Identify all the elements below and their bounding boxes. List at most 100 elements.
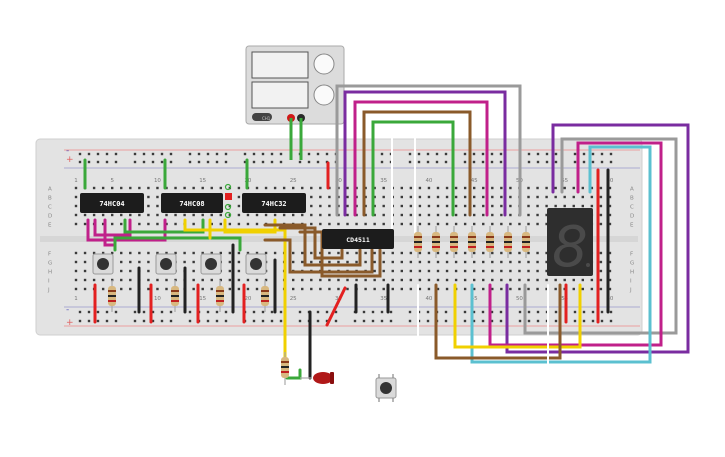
pulldown-resistor-2[interactable] — [171, 280, 179, 312]
hole — [463, 278, 467, 282]
hole — [545, 222, 548, 226]
segment-resistor-4[interactable] — [468, 226, 476, 258]
led-resistor[interactable] — [281, 352, 289, 385]
rail-hole — [435, 152, 439, 156]
hole — [400, 204, 403, 208]
hole — [445, 260, 449, 264]
rail-hole — [334, 319, 338, 323]
rail-hole — [307, 160, 311, 164]
rail-hole — [316, 160, 320, 164]
hole — [590, 204, 594, 208]
column-label-top: 35 — [380, 178, 387, 184]
rail-hole — [169, 310, 173, 314]
segment-resistor-6[interactable] — [504, 226, 512, 258]
wire-gray-top — [335, 84, 522, 217]
hole — [581, 287, 584, 291]
hole — [237, 222, 241, 226]
segment-resistor-7[interactable] — [522, 226, 530, 258]
hole — [545, 251, 548, 255]
hole — [518, 251, 521, 255]
hole — [346, 287, 349, 291]
hole — [427, 195, 431, 199]
wire-brown-logic-2 — [263, 238, 374, 274]
hole — [500, 186, 503, 190]
push-button-4[interactable] — [245, 253, 267, 275]
jumper-hole-3[interactable] — [224, 211, 232, 219]
segment-resistor-1[interactable] — [414, 226, 422, 258]
hole — [310, 204, 313, 208]
hole — [418, 186, 422, 190]
hole — [183, 260, 186, 264]
segment-resistor-5[interactable] — [486, 226, 494, 258]
hole — [463, 186, 467, 190]
hole — [509, 260, 512, 264]
hole — [454, 213, 458, 217]
wire-brown-bottom — [434, 283, 562, 360]
hole — [482, 213, 485, 217]
psu-current-knob[interactable] — [313, 84, 335, 106]
hole — [400, 186, 403, 190]
pulldown-resistor-1[interactable] — [108, 280, 116, 312]
wire-green-logic — [113, 236, 242, 252]
push-button-3[interactable] — [200, 253, 222, 275]
hole — [590, 195, 594, 199]
rail-hole — [114, 152, 118, 156]
hole — [436, 287, 440, 291]
wire-white-top — [391, 134, 416, 241]
jumper-hole-2[interactable] — [224, 203, 232, 211]
segment-resistor-3[interactable] — [450, 226, 458, 258]
red-led[interactable] — [300, 372, 334, 384]
hole — [74, 269, 78, 273]
wire-magenta-logic-3 — [103, 218, 117, 247]
hole — [436, 278, 440, 282]
chip-74hc04[interactable]: 74HC04 — [80, 193, 144, 213]
rail-hole — [87, 152, 91, 156]
hole — [192, 287, 195, 291]
push-button-1[interactable] — [92, 253, 114, 275]
rail-hole — [105, 152, 109, 156]
rail-hole — [224, 319, 228, 323]
hole — [246, 213, 250, 217]
hole — [400, 213, 403, 217]
chip-cd4511-label: CD4511 — [346, 236, 370, 244]
hole — [409, 287, 413, 291]
hole — [608, 251, 612, 255]
loose-push-button[interactable] — [375, 374, 397, 402]
push-button-2[interactable] — [155, 253, 177, 275]
hole — [183, 213, 186, 217]
wires[interactable] — [83, 84, 690, 380]
chip-74hc08[interactable]: 74HC08 — [161, 193, 223, 213]
hole — [599, 269, 603, 273]
wire-white-bottom — [417, 284, 549, 371]
hole — [310, 213, 313, 217]
rail-hole — [270, 319, 274, 323]
hole — [192, 213, 195, 217]
rail-hole — [490, 319, 494, 323]
hole — [436, 195, 440, 199]
hole — [518, 287, 521, 291]
hole — [599, 251, 603, 255]
hole — [418, 287, 422, 291]
jumper-hole-1[interactable] — [224, 183, 232, 191]
hole — [373, 269, 376, 273]
hole — [138, 213, 141, 217]
chip-cd4511[interactable]: CD4511 — [322, 229, 394, 249]
pulldown-resistor-4[interactable] — [261, 280, 269, 312]
hole — [527, 222, 530, 226]
segment-resistor-2[interactable] — [432, 226, 440, 258]
pulldown-resistor-3[interactable] — [216, 280, 224, 312]
hole — [518, 269, 521, 273]
psu-voltage-knob[interactable] — [313, 53, 335, 75]
rail-hole — [362, 319, 366, 323]
rail-hole — [600, 152, 604, 156]
power-supply[interactable]: CH1 — [245, 45, 345, 125]
hole — [491, 204, 494, 208]
hole — [201, 251, 204, 255]
psu-power-switch[interactable] — [252, 113, 272, 121]
chip-74hc32[interactable]: 74HC32 — [242, 193, 306, 213]
rail-hole — [536, 319, 540, 323]
seven-segment-display[interactable]: 8 — [547, 208, 593, 280]
selected-handle[interactable] — [225, 193, 232, 200]
